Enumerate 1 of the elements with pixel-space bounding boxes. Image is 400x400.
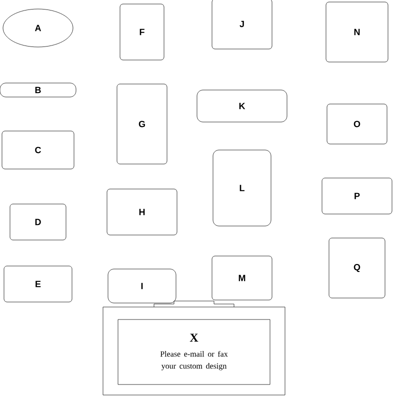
sign-frame <box>102 300 286 396</box>
